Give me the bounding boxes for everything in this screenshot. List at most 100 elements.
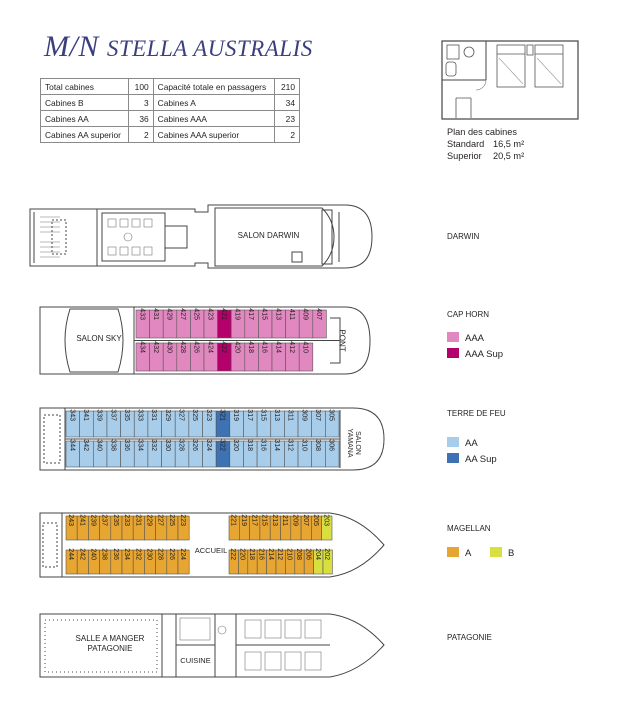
cabin-241[interactable] xyxy=(76,515,89,541)
cabin-343[interactable] xyxy=(65,410,80,438)
cabin-332[interactable] xyxy=(147,440,162,468)
cabin-213[interactable] xyxy=(269,515,281,541)
cabin-430[interactable] xyxy=(162,342,178,372)
cabin-338[interactable] xyxy=(106,440,121,468)
cabin-424[interactable] xyxy=(203,342,218,372)
cabin-310[interactable] xyxy=(297,440,312,468)
cabin-320[interactable] xyxy=(229,440,244,468)
cabin-342[interactable] xyxy=(79,440,94,468)
cabin-418[interactable] xyxy=(244,342,259,372)
cabin-324[interactable] xyxy=(202,440,217,468)
cabin-244[interactable] xyxy=(65,549,78,575)
cabin-233[interactable] xyxy=(121,515,134,541)
cabin-410[interactable] xyxy=(298,342,314,372)
cabin-326[interactable] xyxy=(188,440,203,468)
cabin-335[interactable] xyxy=(120,410,135,438)
cabin-318[interactable] xyxy=(243,440,258,468)
cabin-340[interactable] xyxy=(93,440,108,468)
cabin-214[interactable] xyxy=(266,549,277,575)
cabin-422[interactable] xyxy=(217,342,232,372)
cabin-334[interactable] xyxy=(133,440,149,468)
cabin-234[interactable] xyxy=(121,549,134,575)
cabin-220[interactable] xyxy=(238,549,249,575)
cabin-420[interactable] xyxy=(230,342,246,372)
cabin-322[interactable] xyxy=(215,440,231,468)
cabin-317[interactable] xyxy=(243,410,258,438)
cabin-227[interactable] xyxy=(155,515,168,541)
cabin-209[interactable] xyxy=(290,515,302,541)
cabin-208[interactable] xyxy=(294,549,305,575)
cabin-211[interactable] xyxy=(280,515,292,541)
cabin-427[interactable] xyxy=(176,309,191,339)
cabin-426[interactable] xyxy=(190,342,205,372)
cabin-336[interactable] xyxy=(120,440,135,468)
cabin-216[interactable] xyxy=(256,549,267,575)
cabin-416[interactable] xyxy=(258,342,273,372)
cabin-230[interactable] xyxy=(144,549,156,575)
cabin-313[interactable] xyxy=(270,410,285,438)
cabin-316[interactable] xyxy=(256,440,272,468)
cabin-311[interactable] xyxy=(284,410,299,438)
cabin-341[interactable] xyxy=(79,410,94,438)
cabin-221[interactable] xyxy=(228,515,240,541)
cabin-333[interactable] xyxy=(133,410,149,438)
cabin-240[interactable] xyxy=(88,549,100,575)
cabin-328[interactable] xyxy=(174,440,190,468)
cabin-423[interactable] xyxy=(203,309,218,339)
cabin-421[interactable] xyxy=(217,309,232,339)
cabin-428[interactable] xyxy=(176,342,191,372)
cabin-413[interactable] xyxy=(271,309,286,339)
cabin-228[interactable] xyxy=(155,549,168,575)
cabin-409[interactable] xyxy=(298,309,314,339)
cabin-229[interactable] xyxy=(144,515,156,541)
cabin-219[interactable] xyxy=(239,515,250,541)
cabin-306[interactable] xyxy=(325,440,340,468)
cabin-337[interactable] xyxy=(106,410,121,438)
cabin-305[interactable] xyxy=(325,410,340,438)
cabin-325[interactable] xyxy=(188,410,203,438)
cabin-415[interactable] xyxy=(258,309,273,339)
cabin-414[interactable] xyxy=(271,342,286,372)
cabin-309[interactable] xyxy=(297,410,312,438)
cabin-339[interactable] xyxy=(93,410,108,438)
cabin-218[interactable] xyxy=(247,549,258,575)
cabin-432[interactable] xyxy=(149,342,164,372)
cabin-431[interactable] xyxy=(149,309,164,339)
cabin-434[interactable] xyxy=(135,342,150,372)
cabin-243[interactable] xyxy=(65,515,78,541)
cabin-327[interactable] xyxy=(174,410,190,438)
cabin-407[interactable] xyxy=(312,309,327,339)
cabin-307[interactable] xyxy=(311,410,326,438)
cabin-242[interactable] xyxy=(76,549,89,575)
cabin-330[interactable] xyxy=(161,440,176,468)
cabin-238[interactable] xyxy=(99,549,112,575)
cabin-329[interactable] xyxy=(161,410,176,438)
cabin-425[interactable] xyxy=(190,309,205,339)
cabin-321[interactable] xyxy=(215,410,231,438)
cabin-236[interactable] xyxy=(110,549,123,575)
cabin-344[interactable] xyxy=(65,440,80,468)
cabin-206[interactable] xyxy=(303,549,314,575)
cabin-202[interactable] xyxy=(322,549,333,575)
cabin-419[interactable] xyxy=(230,309,246,339)
cabin-429[interactable] xyxy=(162,309,178,339)
cabin-207[interactable] xyxy=(300,515,312,541)
cabin-417[interactable] xyxy=(244,309,259,339)
cabin-215[interactable] xyxy=(259,515,271,541)
cabin-226[interactable] xyxy=(166,549,179,575)
cabin-217[interactable] xyxy=(249,515,261,541)
cabin-225[interactable] xyxy=(166,515,179,541)
cabin-412[interactable] xyxy=(285,342,300,372)
cabin-204[interactable] xyxy=(313,549,324,575)
cabin-231[interactable] xyxy=(132,515,145,541)
cabin-308[interactable] xyxy=(311,440,326,468)
cabin-224[interactable] xyxy=(177,549,190,575)
cabin-433[interactable] xyxy=(135,309,150,339)
cabin-237[interactable] xyxy=(99,515,112,541)
cabin-312[interactable] xyxy=(284,440,299,468)
cabin-323[interactable] xyxy=(202,410,217,438)
cabin-232[interactable] xyxy=(132,549,145,575)
cabin-315[interactable] xyxy=(256,410,272,438)
cabin-205[interactable] xyxy=(311,515,322,541)
cabin-203[interactable] xyxy=(321,515,333,541)
